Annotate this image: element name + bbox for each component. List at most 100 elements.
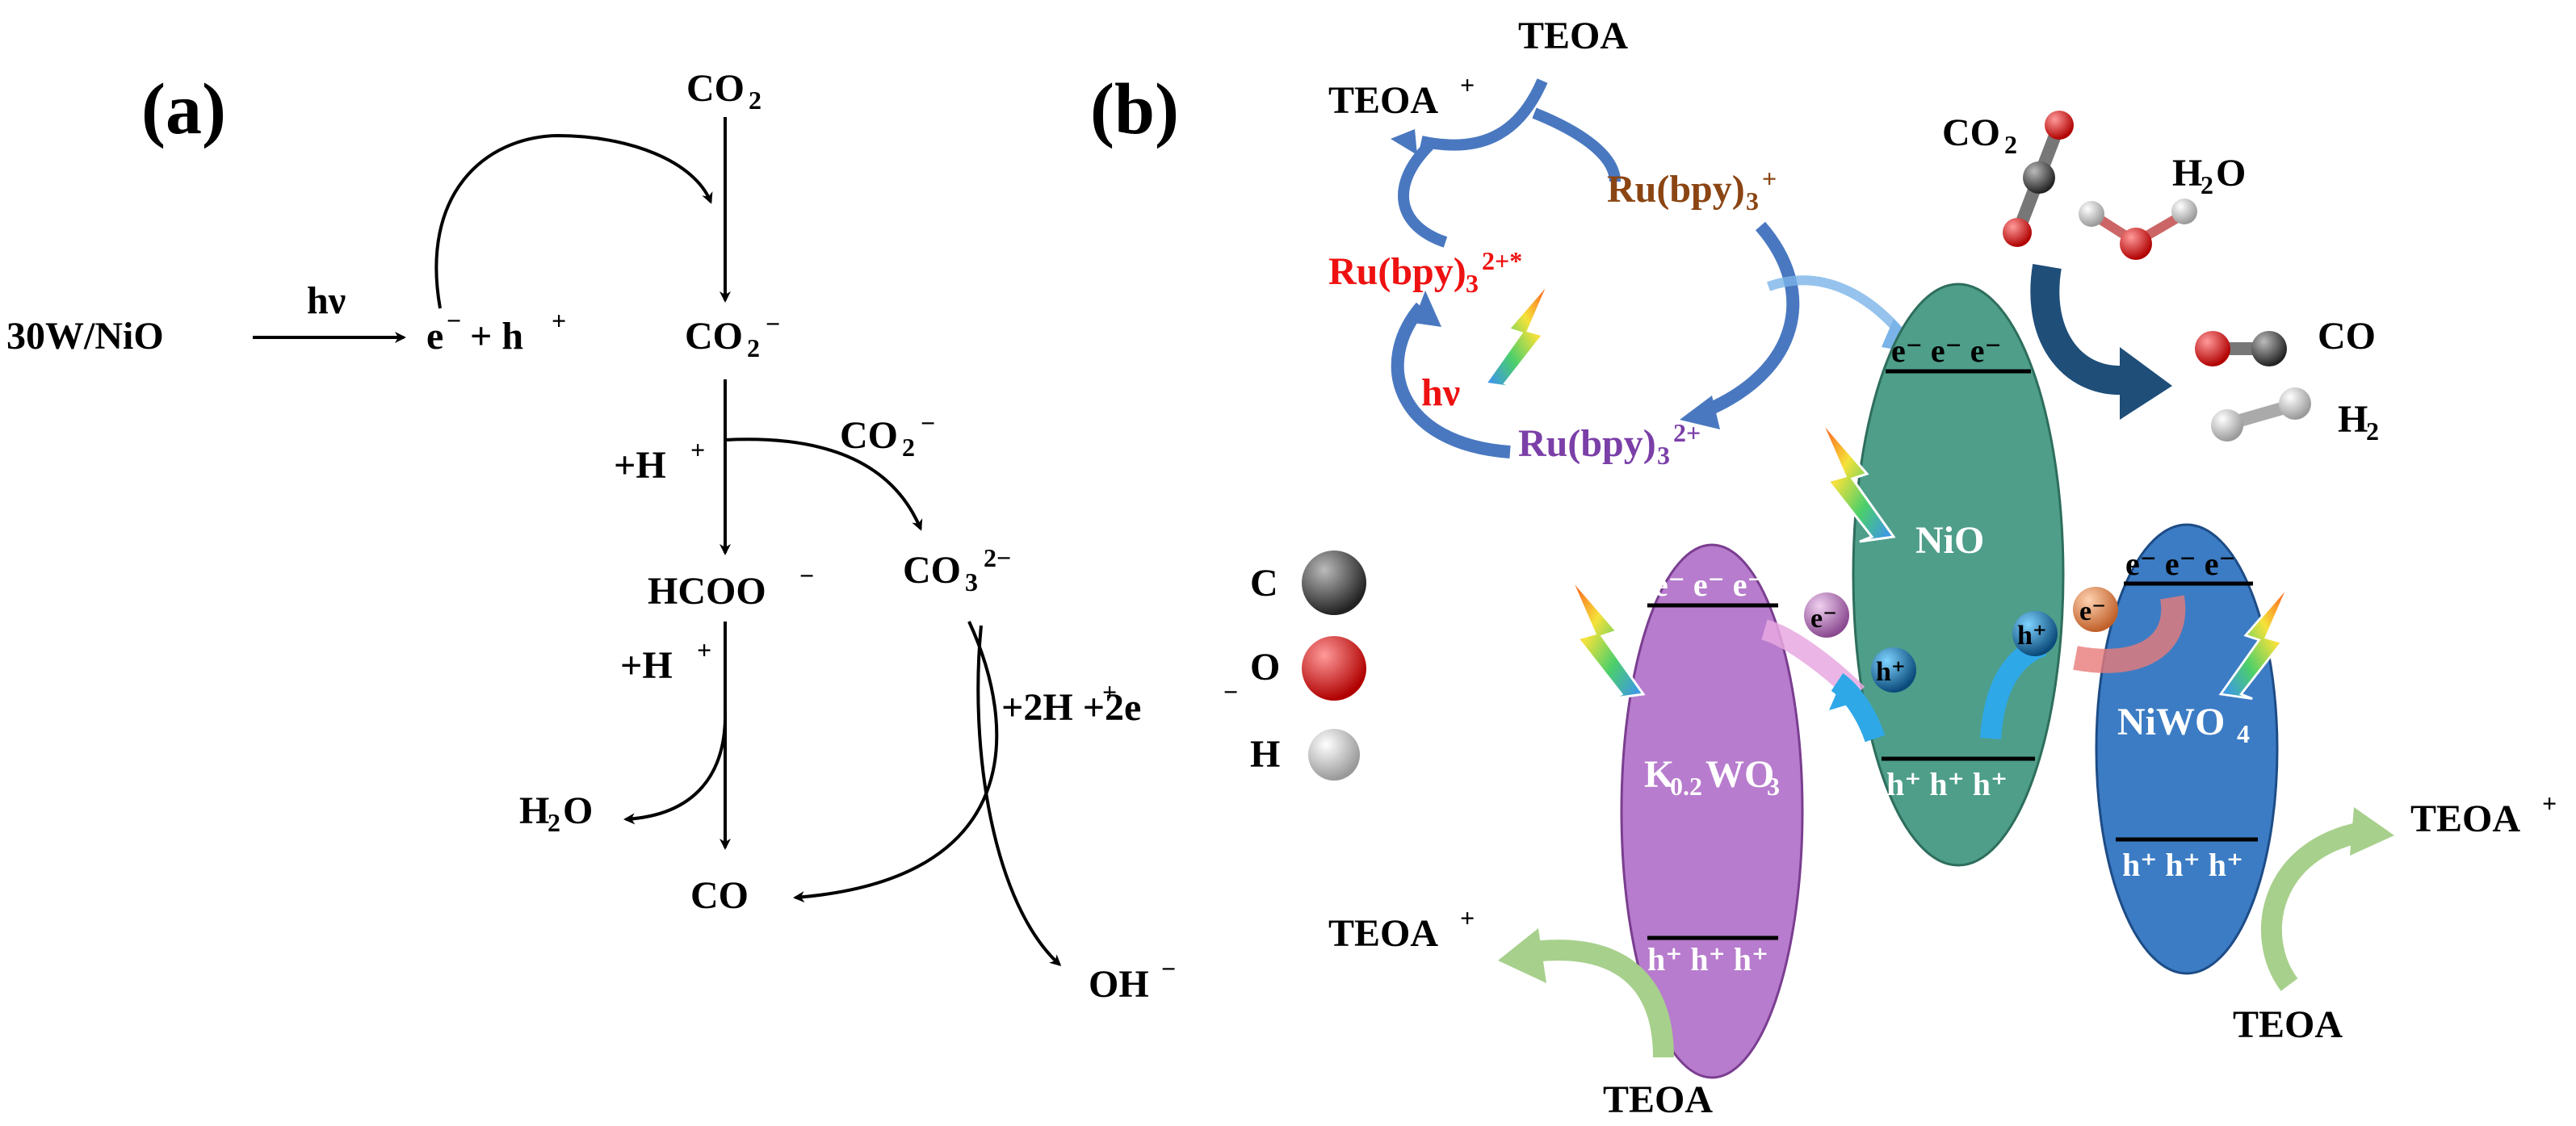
teoa-right-arrow — [2260, 821, 2368, 991]
svg-text:TEOA: TEOA — [1328, 912, 1438, 955]
svg-text:Ru(bpy): Ru(bpy) — [1518, 422, 1656, 465]
svg-text:+: + — [690, 435, 705, 464]
svg-text:−: − — [766, 309, 780, 338]
atom-legend: C O H — [1250, 550, 1366, 781]
svg-text:+: + — [552, 306, 566, 335]
panel-b: (b) TEOA TEOA + Ru(bpy) 3 + R — [1090, 15, 2557, 1121]
catalyst-label: 30W/NiO — [6, 315, 164, 358]
h-plus-1: +H + — [614, 435, 705, 487]
svg-text:2−: 2− — [984, 543, 1011, 572]
co-molecule-icon — [2195, 331, 2287, 366]
cycle-arrow-top-left — [1398, 141, 1448, 248]
teoa-top: TEOA — [1518, 15, 1628, 57]
cycle-arrow-bottom-left — [1391, 302, 1511, 458]
reduction-product-arrow — [2030, 264, 2134, 396]
hydroxide: OH − — [1089, 954, 1176, 1006]
svg-text:3: 3 — [965, 567, 978, 596]
electron-ball-kwo — [1804, 592, 1849, 638]
svg-text:4: 4 — [2237, 719, 2250, 748]
cycle-arrow-right — [1701, 221, 1800, 418]
svg-text:−: − — [1161, 954, 1176, 983]
kwo-label: K 0.2 WO 3 — [1644, 753, 1780, 801]
svg-text:+: + — [1102, 677, 1117, 706]
niwo-holes: h⁺ h⁺ h⁺ — [2122, 847, 2243, 883]
svg-text:CO: CO — [686, 67, 745, 110]
light-bolt-icon — [1484, 281, 1550, 389]
legend-item-hydrogen: H — [1250, 729, 1360, 781]
svg-text:NiWO: NiWO — [2117, 701, 2225, 743]
nio-label: NiO — [1915, 519, 1984, 562]
niwo-to-nio-electron-arrow — [2073, 595, 2186, 673]
svg-text:+: + — [1460, 70, 1475, 99]
teoa-plus-top: TEOA + — [1328, 70, 1475, 122]
carbon-atom-icon — [1302, 550, 1366, 615]
formate: HCOO − — [648, 561, 814, 613]
hydrogen-atom-icon — [1308, 729, 1360, 781]
niwo-electrons: e⁻ e⁻ e⁻ — [2125, 546, 2236, 582]
water: H 2 O — [519, 789, 593, 837]
panel-a: (a) 30W/NiO hν e − + h + CO 2 CO 2 − +H … — [6, 67, 1238, 1006]
legend-item-carbon: C — [1250, 550, 1366, 615]
co-product: CO — [690, 874, 749, 917]
ru-bpy-excited: Ru(bpy) 3 2+* — [1328, 246, 1522, 298]
svg-text:e⁻: e⁻ — [2079, 596, 2106, 626]
svg-text:K: K — [1644, 753, 1674, 796]
svg-text:CO: CO — [903, 549, 961, 592]
co2-molecule-label: CO 2 — [1942, 111, 2017, 159]
svg-text:−: − — [921, 408, 935, 437]
svg-text:3: 3 — [1767, 772, 1780, 801]
svg-text:2: 2 — [2004, 130, 2017, 159]
svg-text:2: 2 — [2366, 416, 2379, 446]
svg-text:O: O — [2216, 152, 2246, 195]
co2-anion-side: CO 2 − — [840, 408, 935, 462]
co2-molecule-icon — [2003, 111, 2074, 247]
electron-ball-niwo — [2073, 587, 2118, 632]
niwo-label: NiWO 4 — [2117, 701, 2250, 748]
svg-text:H: H — [1250, 733, 1280, 776]
svg-text:WO: WO — [1705, 753, 1774, 796]
h2o-molecule-label: H 2 O — [2172, 152, 2246, 199]
electron-transfer-arrow — [434, 133, 713, 309]
svg-text:+ h: + h — [470, 315, 523, 358]
svg-text:Ru(bpy): Ru(bpy) — [1607, 168, 1745, 211]
svg-text:−: − — [447, 306, 461, 335]
svg-text:2: 2 — [749, 86, 761, 115]
svg-text:CO: CO — [840, 414, 898, 457]
svg-text:TEOA: TEOA — [2410, 797, 2520, 840]
svg-text:e: e — [426, 315, 443, 358]
svg-text:H: H — [2338, 398, 2368, 441]
hv-label-b: hν — [1421, 371, 1460, 414]
teoa-right-label: TEOA — [2233, 1003, 2343, 1046]
svg-text:+H: +H — [614, 444, 666, 487]
hole-ball-niwo — [2012, 611, 2058, 656]
h2o-molecule-icon — [2079, 199, 2197, 260]
hv-label: hν — [307, 279, 346, 322]
teoa-left-arrow — [1525, 940, 1674, 1058]
h2-label: H 2 — [2338, 398, 2379, 446]
svg-text:2: 2 — [902, 433, 915, 462]
legend-item-oxygen: O — [1250, 636, 1366, 701]
svg-text:e⁻: e⁻ — [1810, 604, 1837, 634]
svg-text:2: 2 — [747, 333, 760, 362]
svg-text:TEOA: TEOA — [1328, 79, 1438, 122]
hydroxide-arrow — [976, 625, 1062, 967]
nio-semiconductor: e⁻ e⁻ e⁻ h⁺ h⁺ h⁺ NiO — [1819, 283, 2065, 867]
svg-text:O: O — [1250, 646, 1280, 689]
svg-text:OH: OH — [1089, 963, 1149, 1006]
two-h-two-e: +2H +2e + − — [1001, 677, 1238, 729]
svg-text:h⁺: h⁺ — [1876, 657, 1906, 687]
water-release-arrow — [623, 710, 728, 825]
carbonate-to-co-arrow — [793, 621, 999, 903]
teoa-plus-right: TEOA + — [2410, 789, 2557, 840]
k-wo3-semiconductor: e⁻ e⁻ e⁻ h⁺ h⁺ h⁺ K 0.2 WO 3 — [1569, 543, 1804, 1079]
ru-bpy-ground: Ru(bpy) 3 2+ — [1518, 418, 1701, 470]
svg-text:+2H +2e: +2H +2e — [1001, 686, 1141, 729]
ru-bpy-plus: Ru(bpy) 3 + — [1607, 164, 1777, 216]
svg-text:2: 2 — [548, 808, 560, 837]
niwo4-semiconductor: e⁻ e⁻ e⁻ h⁺ h⁺ h⁺ NiWO 4 — [2095, 523, 2290, 975]
svg-text:+: + — [2542, 789, 2557, 818]
nio-holes: h⁺ h⁺ h⁺ — [1886, 766, 2008, 802]
panel-a-label: (a) — [141, 69, 226, 149]
svg-text:H: H — [519, 789, 549, 832]
